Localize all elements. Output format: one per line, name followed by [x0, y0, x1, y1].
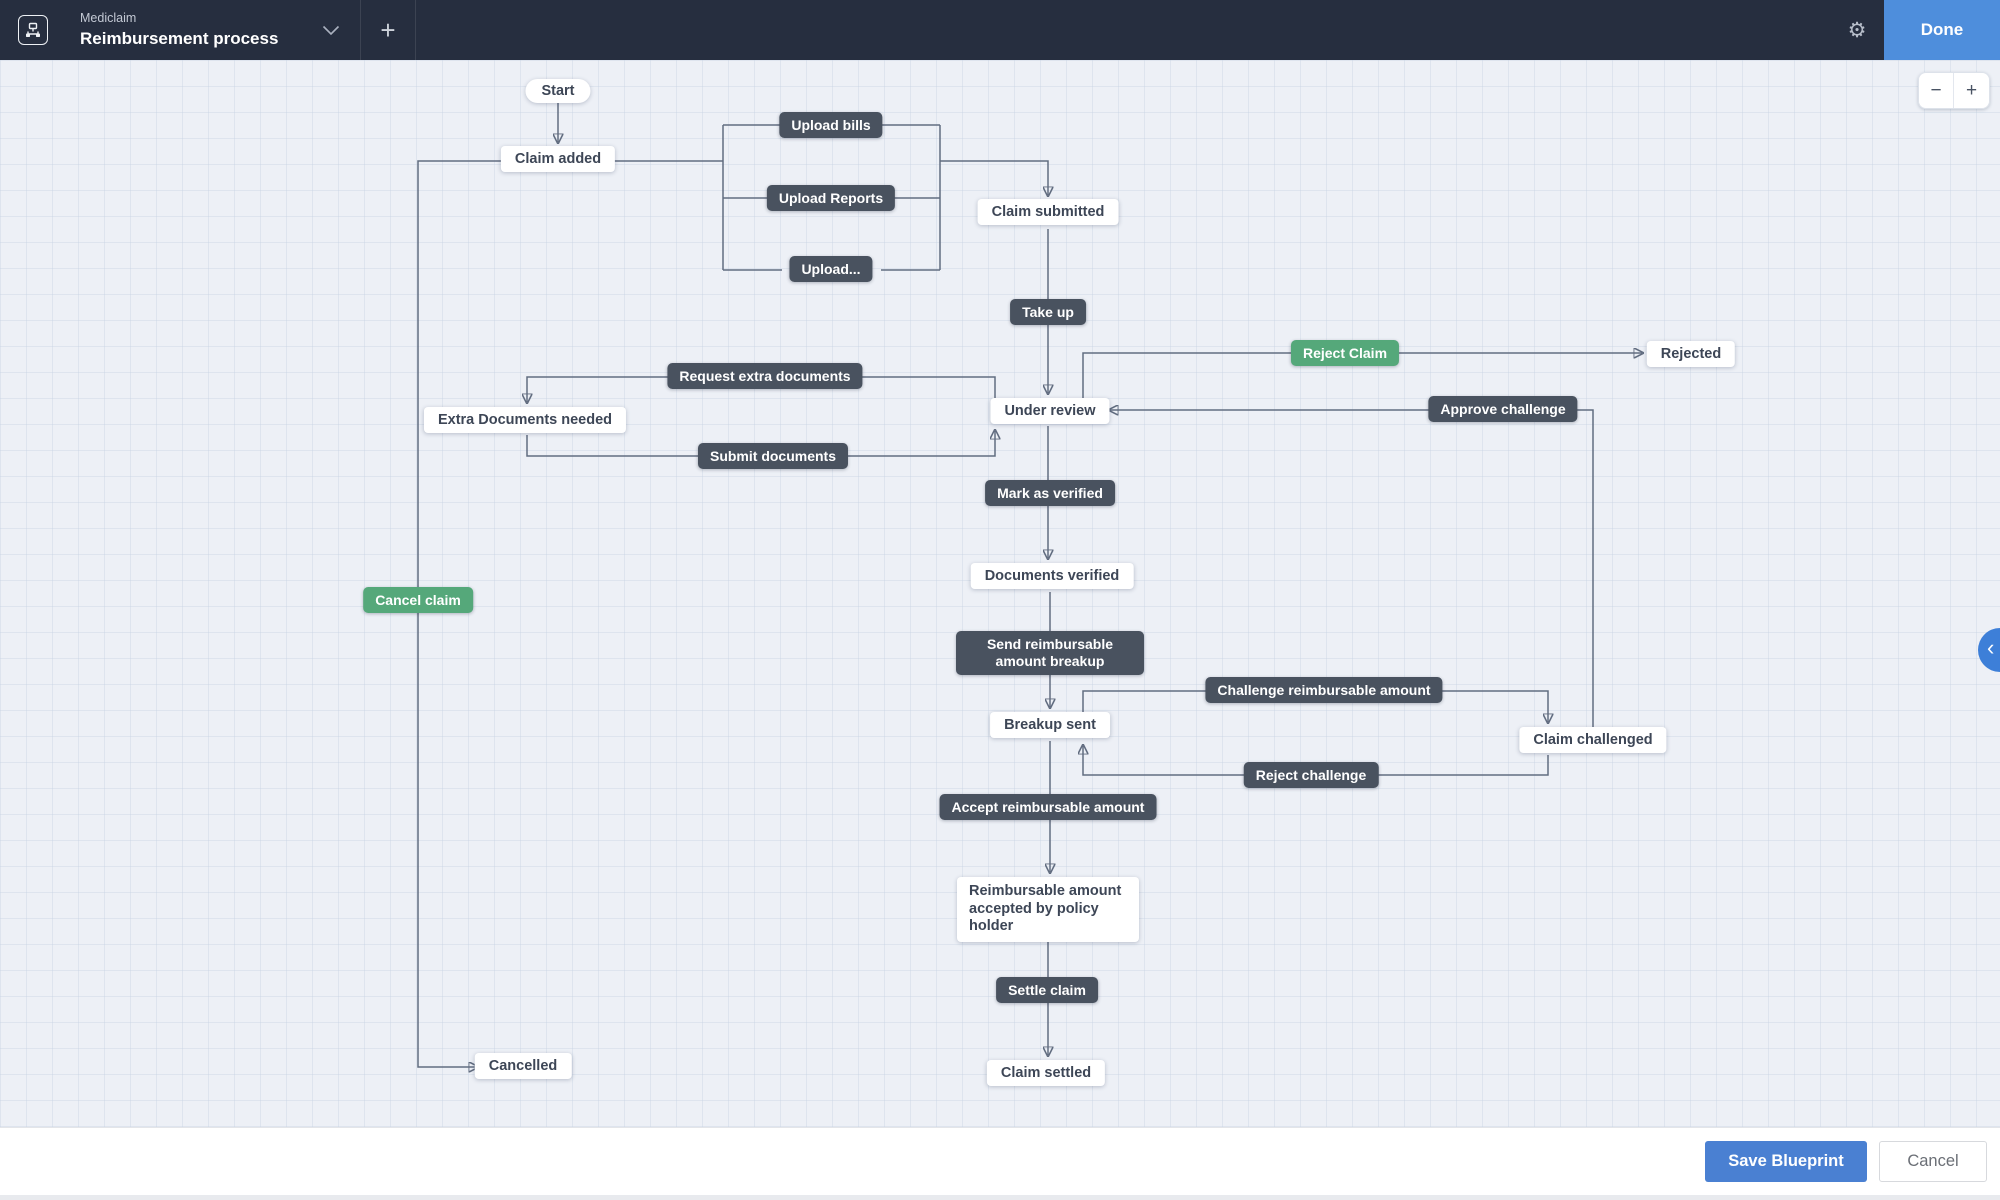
connector-uploads-claim-submitted	[940, 160, 1048, 195]
transition-reject-claim[interactable]: Reject Claim	[1290, 340, 1400, 366]
gear-icon[interactable]: ⚙	[1847, 18, 1867, 42]
state-claim-submitted[interactable]: Claim submitted	[977, 199, 1119, 225]
transition-upload-reports[interactable]: Upload Reports	[766, 185, 896, 211]
connector-approve-challenge-under-review	[1110, 410, 1594, 727]
transition-upload-bills[interactable]: Upload bills	[779, 112, 883, 138]
transition-send-reimbursable-breakup[interactable]: Send reimbursable amount breakup	[956, 631, 1144, 676]
page-title: Reimbursement process	[80, 29, 279, 49]
topbar-divider	[360, 0, 361, 60]
done-button[interactable]: Done	[1884, 0, 2000, 60]
blueprint-flowchart-icon	[18, 15, 48, 45]
transition-settle-claim[interactable]: Settle claim	[996, 977, 1098, 1003]
zoom-out-button[interactable]: −	[1919, 73, 1954, 108]
connector-reject-claim-rejected	[1082, 353, 1642, 398]
connector-upload-bracket-right	[877, 124, 941, 271]
canvas-zoom-controls: − +	[1918, 72, 1990, 109]
blueprint-tab[interactable]: Mediclaim Reimbursement process	[0, 0, 360, 60]
state-cancelled[interactable]: Cancelled	[474, 1053, 572, 1079]
footer-bar: Save Blueprint Cancel	[0, 1127, 2000, 1195]
topbar-spacer	[416, 0, 1830, 60]
cancel-button[interactable]: Cancel	[1879, 1141, 1987, 1182]
process-type-label: Mediclaim	[80, 10, 137, 25]
chevron-down-icon[interactable]	[322, 25, 340, 36]
transition-upload-more[interactable]: Upload...	[789, 256, 873, 282]
state-documents-verified[interactable]: Documents verified	[970, 563, 1134, 589]
state-extra-documents-needed[interactable]: Extra Documents needed	[423, 407, 627, 433]
collapse-panel-chevron-left-icon[interactable]: ‹	[1978, 628, 2000, 672]
save-blueprint-button[interactable]: Save Blueprint	[1705, 1141, 1867, 1182]
blueprint-canvas[interactable]: Start Claim added Claim submitted Reject…	[0, 60, 2000, 1127]
state-claim-added[interactable]: Claim added	[500, 146, 616, 172]
zoom-in-button[interactable]: +	[1954, 73, 1989, 108]
tab-titles: Mediclaim Reimbursement process	[80, 11, 278, 50]
transition-submit-documents[interactable]: Submit documents	[697, 443, 849, 469]
transition-cancel-claim[interactable]: Cancel claim	[363, 587, 473, 613]
transition-reject-challenge[interactable]: Reject challenge	[1243, 762, 1379, 788]
state-claim-settled[interactable]: Claim settled	[986, 1060, 1106, 1086]
state-claim-challenged[interactable]: Claim challenged	[1519, 727, 1667, 753]
state-start[interactable]: Start	[525, 79, 591, 103]
topbar-divider	[415, 0, 416, 60]
transition-approve-challenge[interactable]: Approve challenge	[1428, 396, 1578, 422]
state-breakup-sent[interactable]: Breakup sent	[990, 712, 1110, 738]
state-reimbursable-amount-accepted[interactable]: Reimbursable amount accepted by policy h…	[957, 877, 1139, 943]
connector-cancel-claim-cancelled	[417, 160, 508, 1067]
state-under-review[interactable]: Under review	[990, 398, 1110, 424]
transition-challenge-reimbursable-amount[interactable]: Challenge reimbursable amount	[1205, 677, 1443, 703]
transition-take-up[interactable]: Take up	[1010, 299, 1086, 325]
page-bottom-strip	[0, 1195, 2000, 1200]
state-rejected[interactable]: Rejected	[1646, 341, 1736, 367]
transition-request-extra-documents[interactable]: Request extra documents	[667, 363, 863, 389]
connector-upload-bracket-left	[608, 124, 786, 271]
topbar: Mediclaim Reimbursement process + ⚙ Done	[0, 0, 2000, 60]
transition-accept-reimbursable-amount[interactable]: Accept reimbursable amount	[939, 794, 1157, 820]
transition-mark-as-verified[interactable]: Mark as verified	[985, 480, 1115, 506]
add-blueprint-button[interactable]: +	[380, 14, 396, 45]
